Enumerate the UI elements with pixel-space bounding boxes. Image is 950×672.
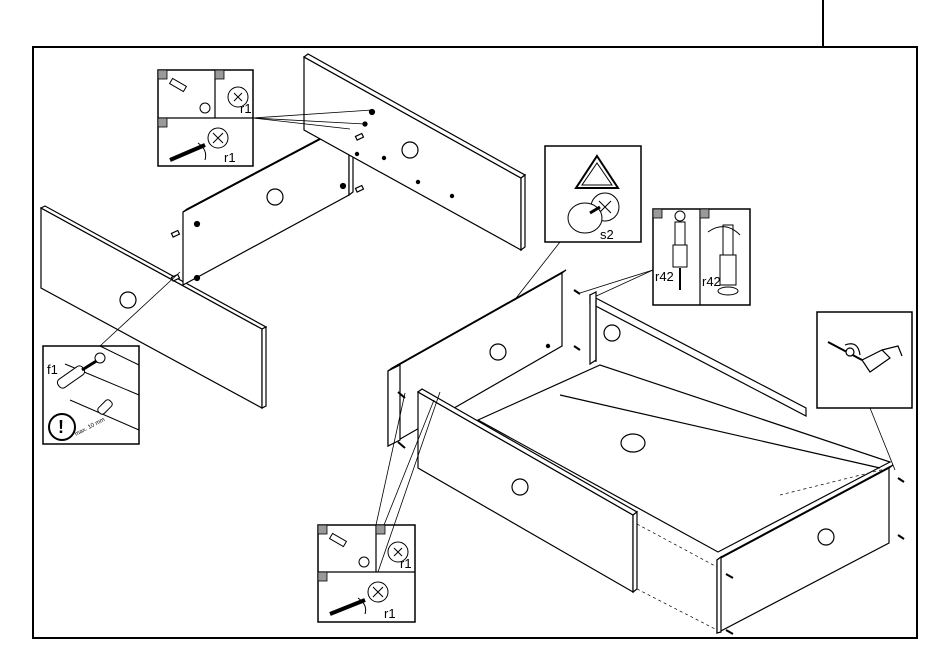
label-r1-c: r1: [400, 556, 412, 571]
label-r42-a: r42: [655, 269, 674, 284]
label-r42-b: r42: [702, 274, 721, 289]
warning-icon: !: [58, 417, 64, 437]
detail-box-r1-top: r1 r1: [158, 70, 253, 166]
leader-r42: [580, 270, 653, 298]
detail-box-f1: ! f1 max. 10 mm: [43, 346, 139, 444]
label-f1: f1: [47, 362, 58, 377]
label-r1-a: r1: [240, 101, 252, 116]
detail-box-s2: s2: [545, 146, 641, 242]
detail-box-r1-bottom: r1 r1: [318, 525, 415, 622]
detail-box-screwdriver: [817, 312, 912, 408]
label-r1-d: r1: [384, 606, 396, 621]
detail-box-r42: r42 r42: [653, 209, 750, 305]
label-s2: s2: [600, 227, 614, 242]
label-r1-b: r1: [224, 150, 236, 165]
